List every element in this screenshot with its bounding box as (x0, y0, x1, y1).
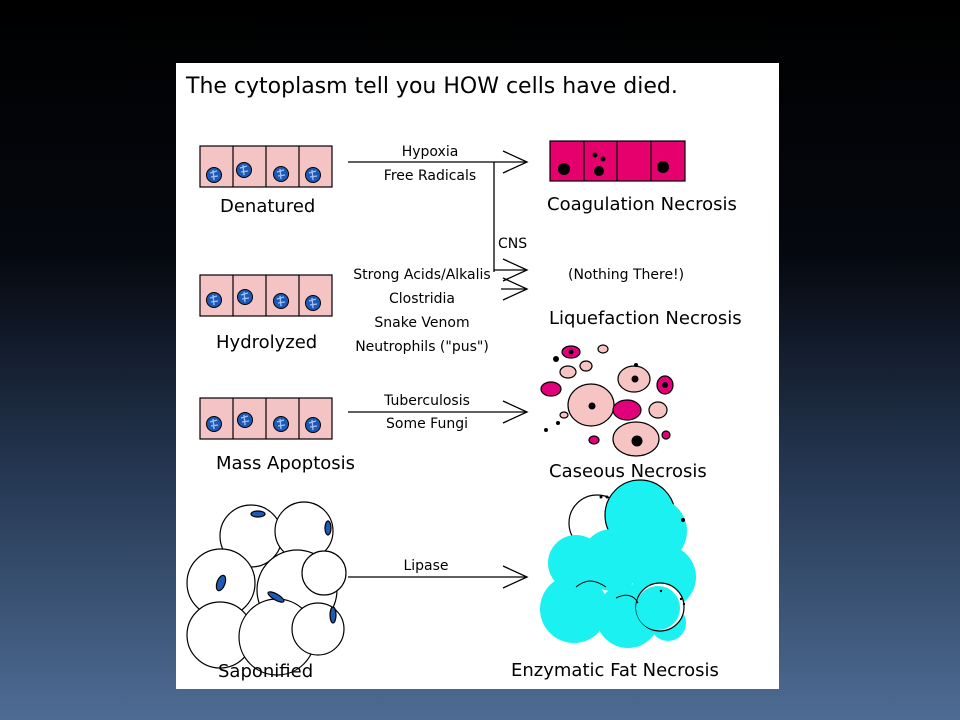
agent-tuberculosis: Tuberculosis (383, 393, 470, 409)
caseous-necrosis-debris (540, 344, 674, 457)
mass-apoptosis-label: Mass Apoptosis (216, 453, 355, 474)
caseous-necrosis-label: Caseous Necrosis (549, 461, 707, 482)
agent-hypoxia: Hypoxia (402, 144, 459, 160)
hydrolyzed-label: Hydrolyzed (216, 332, 317, 353)
agent-some-fungi: Some Fungi (386, 416, 468, 432)
denatured-cell-strip (199, 145, 333, 188)
saponified-label: Saponified (218, 661, 313, 682)
coagulation-necrosis-label: Coagulation Necrosis (547, 194, 737, 215)
coagulation-necrosis-cells (549, 140, 686, 182)
agent-snake-venom: Snake Venom (374, 315, 469, 331)
hydrolyzed-cell-strip (199, 274, 333, 317)
fat-necrosis-label: Enzymatic Fat Necrosis (511, 660, 719, 681)
necrosis-diagram: The cytoplasm tell you HOW cells have di… (185, 74, 742, 682)
diagram-title: The cytoplasm tell you HOW cells have di… (185, 74, 678, 99)
agent-lipase: Lipase (403, 558, 448, 574)
apoptosis-cell-strip (199, 397, 333, 440)
agent-clostridia: Clostridia (389, 291, 455, 307)
agent-free-radicals: Free Radicals (384, 168, 476, 184)
diagram-panel: The cytoplasm tell you HOW cells have di… (176, 63, 779, 689)
nothing-there-note: (Nothing There!) (568, 267, 684, 283)
saponified-fat-cells (186, 501, 347, 676)
fat-necrosis-cells (540, 479, 696, 648)
agent-neutrophils: Neutrophils ("pus") (355, 339, 489, 355)
denatured-label: Denatured (220, 196, 315, 217)
agent-cns: CNS (498, 236, 527, 252)
liquefaction-necrosis-label: Liquefaction Necrosis (549, 308, 742, 329)
agent-strong-acids: Strong Acids/Alkalis (353, 267, 490, 283)
